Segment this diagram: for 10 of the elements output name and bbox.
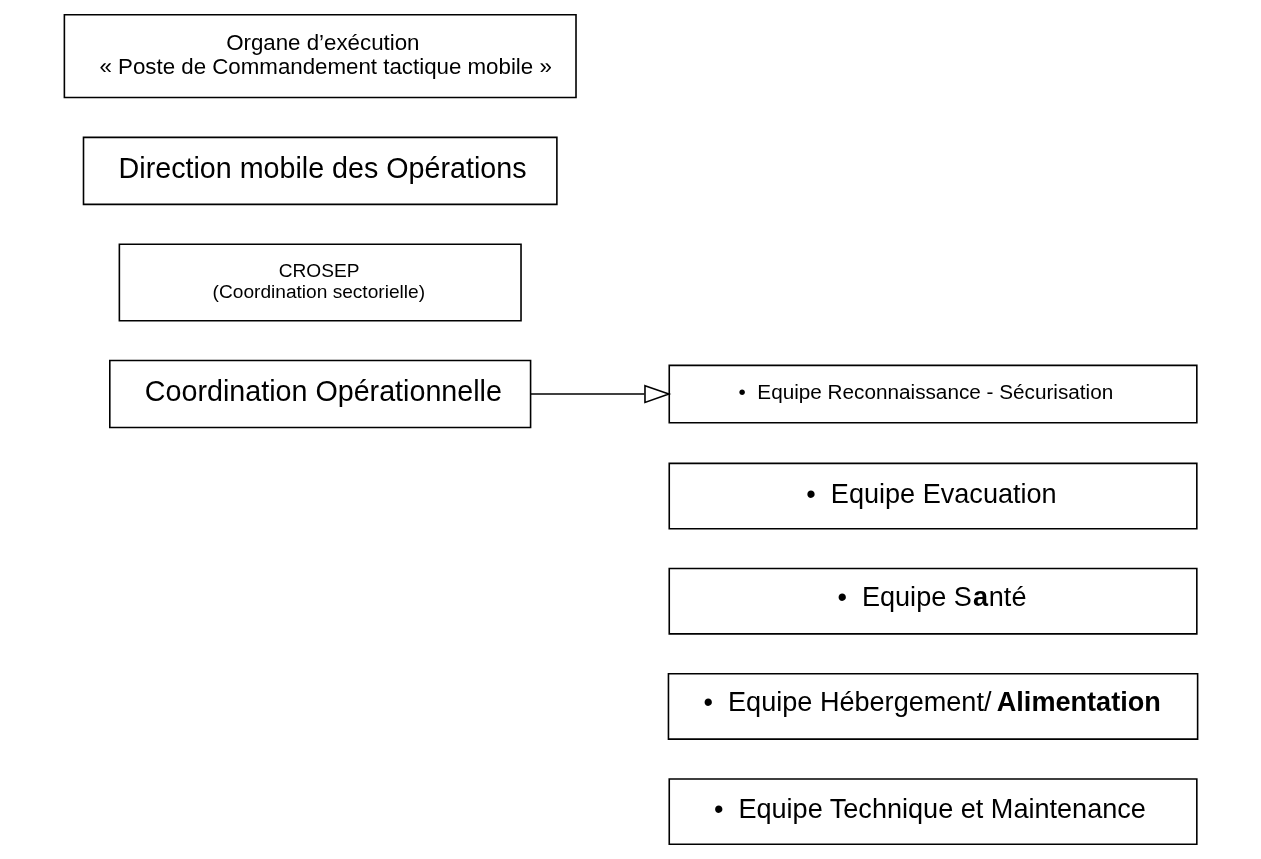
- node-box: Direction mobile des Opérations: [82, 136, 558, 206]
- node-box: • Equipe Santé: [667, 567, 1198, 635]
- node-box: CROSEP (Coordination sectorielle): [118, 243, 522, 322]
- node-box: Organe d’exécution « Poste de Commandement tactique mobile »: [63, 13, 577, 99]
- node-box: • Equipe Reconnaissance - Sécurisation: [667, 364, 1198, 424]
- node-box: • Equipe Technique et Maintenance: [667, 778, 1198, 846]
- arrow: [529, 384, 671, 404]
- node-box: • Equipe Hébergement/Alimentation: [667, 672, 1198, 740]
- node-box: Coordination Opérationnelle: [108, 359, 531, 429]
- node-box: • Equipe Evacuation: [667, 462, 1198, 530]
